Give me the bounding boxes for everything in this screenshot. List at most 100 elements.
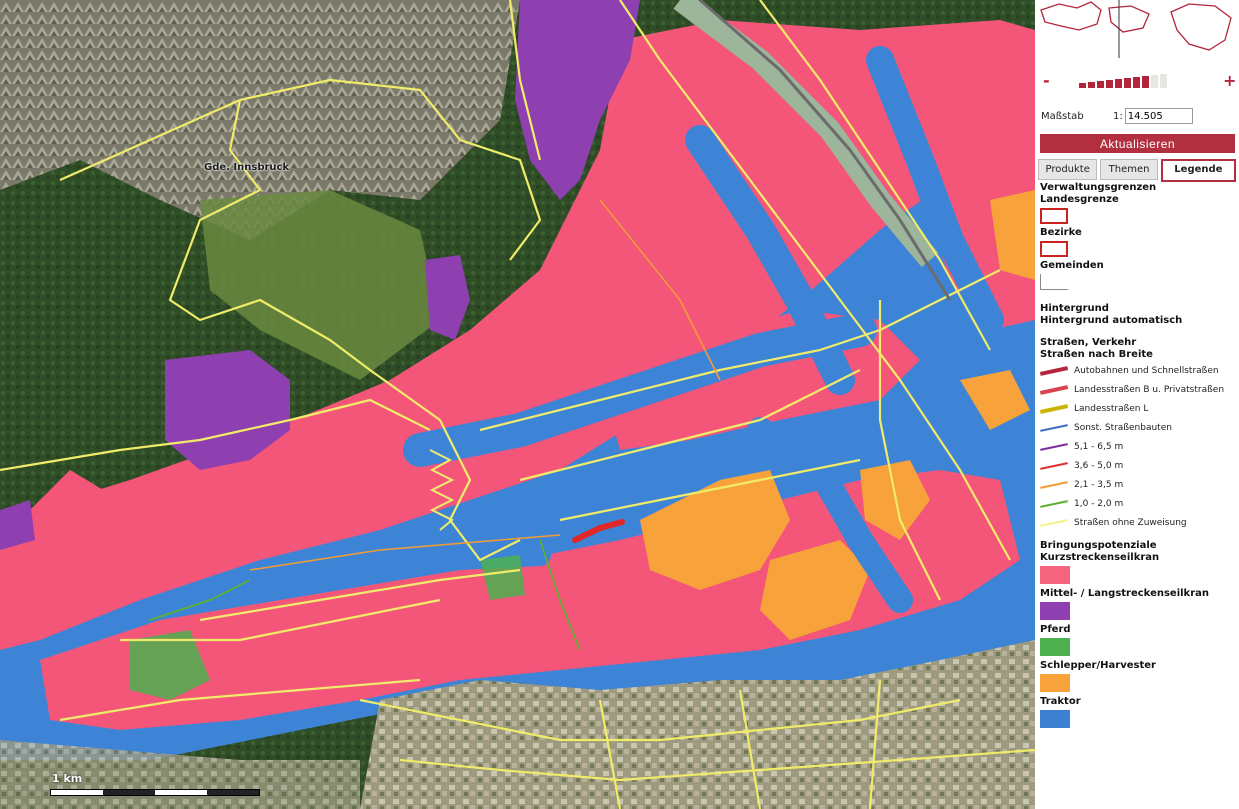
area-schlepper-4 [990,190,1035,280]
scale-input[interactable] [1124,108,1193,124]
legend-bg-title: Hintergrund [1040,303,1109,314]
map-canvas[interactable] [0,0,1035,809]
zoom-slider[interactable] [1079,74,1167,88]
map-view[interactable]: Gde. Innsbruck 1 km [0,0,1035,809]
legend-road-swatch [1040,499,1068,508]
corridor-traktor-4 [747,417,913,613]
legend-road-label: Sonst. Straßenbauten [1074,422,1172,433]
zoom-step[interactable] [1160,74,1167,88]
legend-road-label: 3,6 - 5,0 m [1074,460,1124,471]
terrain-meadow [200,190,440,380]
tab-produkte[interactable]: Produkte [1038,159,1098,180]
legend-road-item: Landesstraßen B u. Privatstraßen [1039,380,1238,399]
scale-prefix: 1: [1113,110,1123,122]
tab-legende[interactable]: Legende [1160,159,1236,182]
zoom-out-button[interactable]: - [1043,71,1050,90]
legend-road-label: Landesstraßen B u. Privatstraßen [1074,384,1225,395]
legend-road-item: Autobahnen und Schnellstraßen [1039,361,1238,380]
legend-potential-title: Bringungspotenziale [1040,540,1157,551]
zoom-step[interactable] [1115,79,1122,88]
zoom-step[interactable] [1106,80,1113,88]
legend-roads-sub: Straßen nach Breite [1040,349,1153,360]
legend-road-swatch [1040,480,1068,489]
road-orange-2 [599,199,721,381]
legend-road-swatch [1039,403,1069,414]
legend-potential-swatch [1040,566,1070,584]
scale-bar-graphic [50,789,260,796]
legend-potential-swatch [1040,602,1070,620]
legend-road-label: 1,0 - 2,0 m [1074,498,1124,509]
legend: Verwaltungsgrenzen Landesgrenze Bezirke … [1039,182,1238,732]
legend-road-item: 3,6 - 5,0 m [1040,456,1238,475]
area-schlepper-5 [960,370,1030,430]
overview-map[interactable] [1039,0,1235,60]
terrain-rock [0,0,520,240]
legend-road-swatch [1040,423,1068,432]
zoom-control: - + [1039,71,1237,92]
zoom-step[interactable] [1133,77,1140,88]
legend-roads-title: Straßen, Verkehr [1040,337,1137,348]
legend-road-swatch [1040,461,1068,470]
road-highway-main [699,0,952,301]
scale-row: Maßstab 1: [1041,108,1193,124]
side-panel: - + Maßstab 1: Aktualisieren Produkte Th… [1035,0,1239,809]
legend-potential-label: Mittel- / Langstreckenseilkran [1040,588,1210,599]
zoom-step[interactable] [1097,81,1104,88]
legend-potential-label: Kurzstreckenseilkran [1040,552,1160,563]
corridor-traktor-3 [866,46,1004,334]
scale-bar-label: 1 km [52,772,83,785]
urban-area [360,640,1035,809]
legend-road-item: Landesstraßen L [1039,399,1238,418]
legend-bezirke: Bezirke [1040,227,1082,238]
corridor-traktor-5 [189,544,551,611]
legend-road-swatch [1040,518,1068,527]
road-green-1 [539,539,581,651]
legend-road-label: 2,1 - 3,5 m [1074,479,1124,490]
road-green-2 [149,579,251,621]
zoom-step[interactable] [1088,82,1095,88]
corridor-traktor-2 [685,125,855,395]
legend-potential-swatch [1040,710,1070,728]
legend-road-item: 5,1 - 6,5 m [1040,437,1238,456]
river-inn [673,0,939,268]
legend-road-item: 2,1 - 3,5 m [1040,475,1238,494]
zoom-step[interactable] [1142,76,1149,88]
legend-road-label: 5,1 - 6,5 m [1074,441,1124,452]
refresh-button[interactable]: Aktualisieren [1040,134,1235,153]
legend-road-label: Autobahnen und Schnellstraßen [1074,365,1219,376]
tab-themen[interactable]: Themen [1100,159,1158,180]
zoom-step[interactable] [1151,75,1158,88]
scale-label: Maßstab [1041,110,1084,122]
legend-road-swatch [1039,384,1069,395]
place-label-innsbruck: Gde. Innsbruck [204,162,290,173]
area-pferd-1 [130,630,210,700]
zoom-step[interactable] [1079,83,1086,88]
legend-road-swatch [1039,365,1069,376]
zoom-step[interactable] [1124,78,1131,88]
panel-tabs: Produkte Themen Legende [1038,159,1236,182]
legend-landesgrenze-swatch [1040,208,1068,224]
road-highway-segment [572,519,625,543]
road-serpentine [429,449,455,531]
legend-road-item: Sonst. Straßenbauten [1040,418,1238,437]
area-mittel-3 [425,255,470,340]
legend-bezirke-swatch [1040,241,1068,257]
legend-potential-label: Traktor [1040,696,1081,707]
area-pferd-2 [480,555,525,600]
legend-potential-swatch [1040,638,1070,656]
road-orange-1 [249,534,561,571]
legend-potential-label: Schlepper/Harvester [1040,660,1156,671]
legend-gemeinden-swatch [1040,274,1068,290]
legend-potential-swatch [1040,674,1070,692]
legend-road-item: Straßen ohne Zuweisung [1040,513,1238,532]
legend-admin-title: Verwaltungsgrenzen [1040,182,1157,193]
legend-landesgrenze: Landesgrenze [1040,194,1119,205]
zoom-in-button[interactable]: + [1223,71,1237,90]
area-kurz-4 [920,120,1035,330]
area-schlepper-2 [760,540,870,640]
legend-gemeinden: Gemeinden [1040,260,1104,271]
area-schlepper-1 [640,470,790,590]
legend-road-item: 1,0 - 2,0 m [1040,494,1238,513]
legend-road-label: Straßen ohne Zuweisung [1074,517,1187,528]
